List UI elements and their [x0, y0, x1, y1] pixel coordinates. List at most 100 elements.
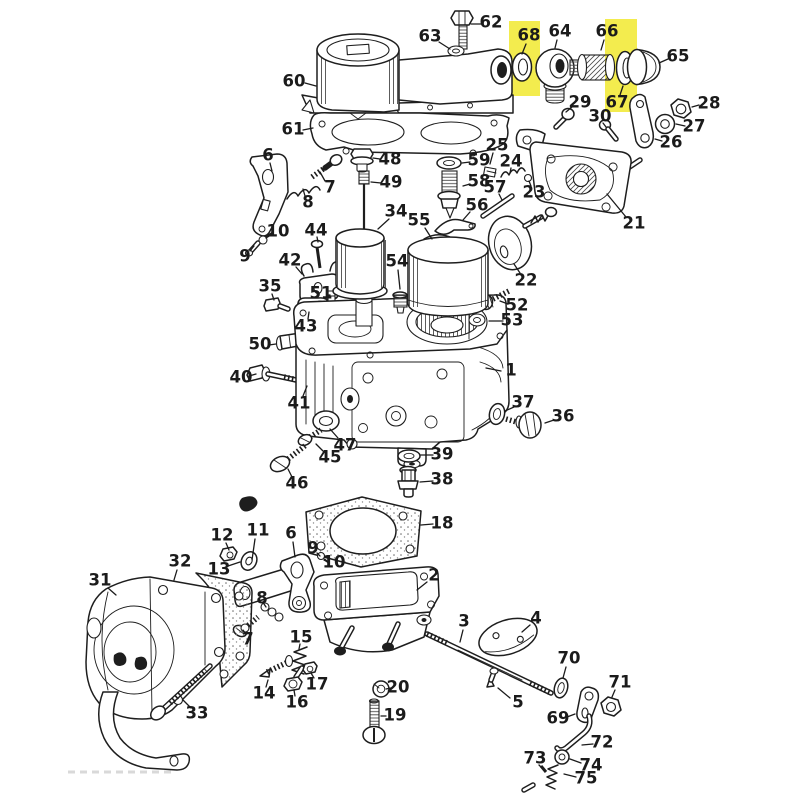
part-66-filter — [569, 53, 616, 81]
part-2-lower-flange — [312, 566, 440, 656]
part-label-46: 46 — [286, 468, 309, 493]
part-22-diaphragm — [487, 215, 533, 271]
part-34-piston — [332, 228, 388, 300]
part-47-washer — [312, 410, 340, 432]
leader-line-75 — [563, 773, 577, 778]
leader-line-52 — [499, 300, 509, 305]
leader-line-48 — [372, 157, 381, 160]
part-number-3: 3 — [458, 612, 469, 631]
leader-line-38 — [419, 480, 434, 483]
part-number-7: 7 — [324, 178, 335, 197]
leader-line-46 — [287, 468, 293, 478]
part-label-10: 10 — [323, 553, 346, 572]
part-number-70: 70 — [558, 649, 581, 668]
part-label-64: 64 — [549, 22, 571, 49]
part-label-8: 8 — [256, 589, 268, 608]
part-label-14: 14 — [253, 679, 276, 703]
leader-line-59 — [461, 161, 471, 164]
part-6-bracket-bottom — [279, 553, 315, 613]
part-number-46: 46 — [286, 474, 309, 493]
leader-line-27 — [675, 123, 686, 127]
part-number-40: 40 — [230, 368, 253, 387]
part-label-9: 9 — [239, 245, 255, 266]
part-label-47: 47 — [329, 428, 356, 455]
part-label-65: 65 — [658, 47, 689, 66]
part-label-32: 32 — [169, 552, 191, 581]
part-label-70: 70 — [558, 649, 581, 679]
part-46-bolt — [269, 442, 308, 473]
part-label-25: 25 — [486, 136, 508, 165]
leader-line-23 — [528, 180, 532, 187]
part-label-60: 60 — [283, 72, 317, 91]
artwork-layer — [68, 10, 692, 793]
leader-line-8 — [302, 188, 306, 197]
part-label-22: 22 — [513, 263, 538, 290]
leader-line-14 — [265, 679, 269, 688]
part-number-69: 69 — [547, 709, 570, 728]
leader-line-10 — [265, 234, 272, 239]
leader-line-17 — [310, 672, 315, 679]
part-number-51: 51 — [310, 284, 333, 303]
part-40-bolt — [246, 364, 299, 383]
part-number-23: 23 — [523, 183, 546, 202]
leader-line-26 — [654, 138, 663, 142]
part-35-jet — [263, 297, 291, 312]
part-number-28: 28 — [698, 94, 721, 113]
leader-line-42 — [295, 266, 303, 275]
part-label-17: 17 — [306, 672, 328, 694]
part-label-27: 27 — [675, 117, 705, 136]
part-number-13: 13 — [208, 560, 231, 579]
part-29-bolt — [553, 107, 575, 130]
part-21-pump-cover — [515, 128, 643, 214]
part-59-washer — [436, 156, 462, 170]
part-number-42: 42 — [279, 251, 302, 270]
part-3-throttle-shaft — [424, 631, 554, 696]
part-number-8: 8 — [256, 589, 267, 608]
part-58-needle-valve — [437, 170, 461, 219]
leader-line-22 — [513, 263, 521, 274]
part-label-72: 72 — [581, 733, 613, 752]
part-label-23: 23 — [523, 180, 546, 202]
leader-line-24 — [509, 167, 512, 174]
part-number-10: 10 — [267, 222, 290, 241]
part-label-49: 49 — [370, 173, 402, 192]
leader-line-12 — [225, 542, 230, 551]
leader-line-54 — [397, 269, 401, 290]
part-54-jet — [392, 291, 408, 314]
leader-line-69 — [566, 713, 576, 718]
part-label-5: 5 — [497, 687, 524, 712]
part-number-29: 29 — [569, 93, 592, 112]
leader-line-60 — [304, 82, 317, 87]
part-56-float-arm — [434, 218, 476, 235]
part-number-14: 14 — [253, 684, 276, 703]
leader-line-35 — [271, 293, 275, 301]
part-26-lever — [629, 93, 655, 149]
part-number-9: 9 — [239, 247, 250, 266]
leader-line-32 — [173, 569, 178, 581]
leader-line-31 — [107, 587, 117, 596]
part-number-55: 55 — [408, 211, 431, 230]
part-number-22: 22 — [515, 271, 538, 290]
part-label-41: 41 — [288, 385, 310, 413]
part-17-nut — [302, 661, 318, 675]
part-57-rod — [480, 193, 515, 219]
part-label-55: 55 — [408, 211, 433, 240]
part-label-40: 40 — [230, 368, 257, 387]
leader-line-36 — [544, 419, 555, 424]
leader-line-8 — [263, 603, 267, 608]
part-number-56: 56 — [466, 196, 489, 215]
part-7-screw-top — [310, 153, 343, 180]
part-number-73: 73 — [524, 749, 547, 768]
part-number-16: 16 — [286, 693, 309, 712]
part-number-62: 62 — [480, 13, 503, 32]
part-label-6: 6 — [262, 146, 274, 172]
leader-line-4 — [521, 624, 531, 633]
leader-line-15 — [298, 643, 301, 650]
part-label-30: 30 — [589, 107, 611, 128]
leader-line-41 — [302, 385, 308, 397]
leader-line-71 — [611, 689, 616, 698]
part-38-valve — [397, 465, 419, 498]
part-39-washer — [397, 449, 421, 463]
part-69-lever — [576, 686, 600, 724]
